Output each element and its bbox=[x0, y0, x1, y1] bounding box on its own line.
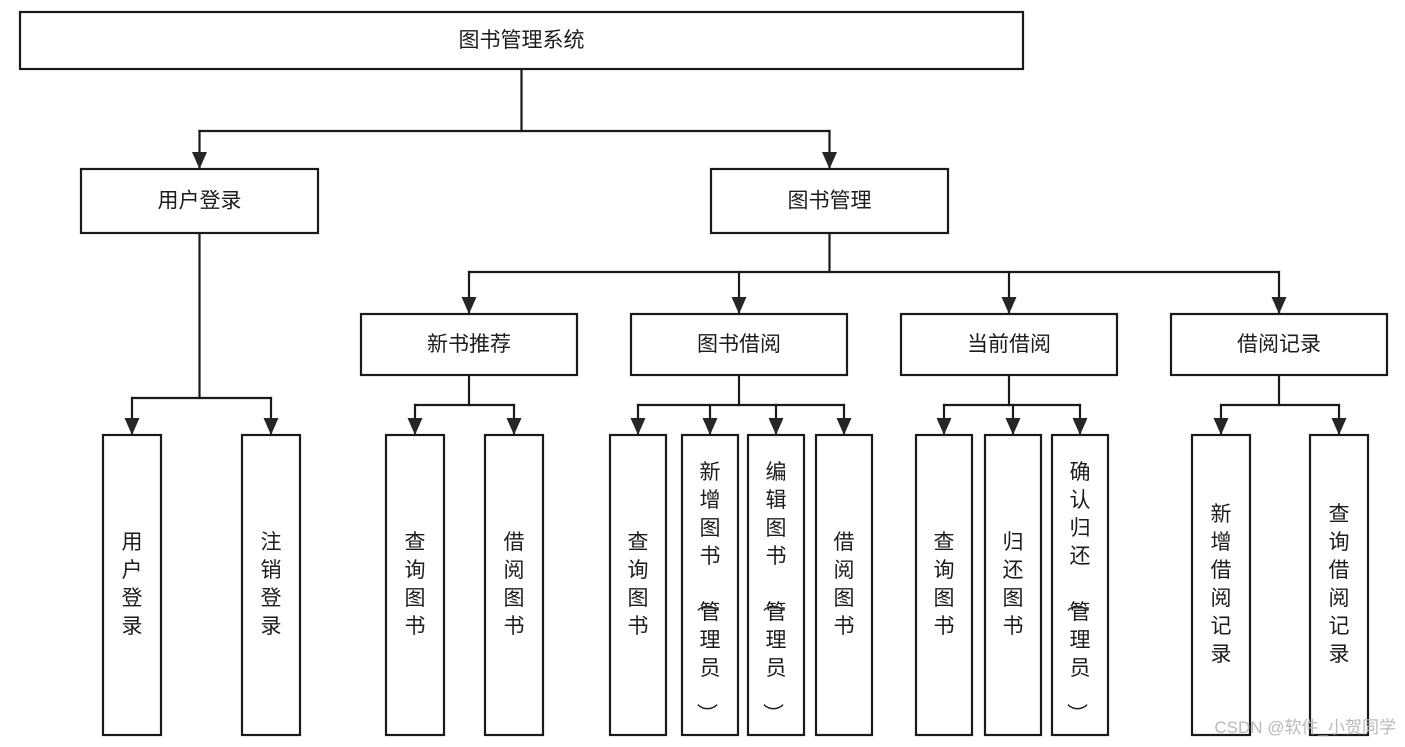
node-borrow-record[interactable]: 借阅记录 bbox=[1169, 312, 1389, 377]
arrow-head-icon bbox=[192, 152, 207, 169]
node-book-manage[interactable]: 图书管理 bbox=[709, 167, 950, 235]
arrow-head-icon bbox=[822, 152, 837, 169]
node-label: 借阅记录 bbox=[1237, 333, 1321, 356]
node-label: 图书管理 bbox=[788, 190, 872, 213]
node-box[interactable] bbox=[914, 433, 974, 737]
node-user-login[interactable]: 用户登录 bbox=[79, 167, 320, 235]
node-label: 编辑图书（管理员） bbox=[761, 461, 787, 724]
arrow-head-icon bbox=[1005, 418, 1021, 435]
node-box[interactable] bbox=[1308, 433, 1370, 737]
arrow-head-icon bbox=[1072, 418, 1088, 435]
arrow-head-icon bbox=[1331, 418, 1347, 435]
node-leaf-user-logout[interactable]: 注销登录 bbox=[240, 433, 302, 737]
arrow-head-icon bbox=[836, 418, 852, 435]
node-leaf-query-borrow-record[interactable]: 查询借阅记录 bbox=[1308, 433, 1370, 737]
node-label: 用户登录 bbox=[158, 190, 242, 213]
node-box[interactable] bbox=[629, 312, 849, 377]
arrow-head-icon bbox=[1001, 297, 1017, 314]
node-book-borrow[interactable]: 图书借阅 bbox=[629, 312, 849, 377]
node-leaf-edit-book[interactable]: 编辑图书（管理员） bbox=[746, 433, 806, 737]
node-label: 用户登录 bbox=[122, 531, 143, 638]
arrow-head-icon bbox=[124, 418, 140, 435]
node-new-book-recommend[interactable]: 新书推荐 bbox=[359, 312, 579, 377]
node-label: 查询图书 bbox=[628, 531, 649, 638]
arrow-head-icon bbox=[461, 297, 477, 314]
node-label: 注销登录 bbox=[261, 531, 282, 638]
node-label: 归还图书 bbox=[1003, 531, 1024, 638]
node-leaf-add-book[interactable]: 新增图书（管理员） bbox=[680, 433, 740, 737]
node-leaf-borrow-book-recommend[interactable]: 借阅图书 bbox=[483, 433, 545, 737]
arrow-head-icon bbox=[263, 418, 279, 435]
connector-layer bbox=[124, 67, 1347, 436]
node-box[interactable] bbox=[608, 433, 668, 737]
node-label: 新书推荐 bbox=[427, 333, 511, 356]
node-box[interactable] bbox=[79, 167, 320, 235]
node-label: 确认归还（管理员） bbox=[1065, 461, 1091, 724]
arrow-head-icon bbox=[407, 418, 423, 435]
node-leaf-user-login[interactable]: 用户登录 bbox=[101, 433, 163, 737]
node-box[interactable] bbox=[709, 167, 950, 235]
node-label: 图书管理系统 bbox=[459, 29, 585, 52]
arrow-head-icon bbox=[1213, 418, 1229, 435]
node-leaf-query-book-borrow[interactable]: 查询图书 bbox=[608, 433, 668, 737]
node-box[interactable] bbox=[1169, 312, 1389, 377]
arrow-head-icon bbox=[768, 418, 784, 435]
node-label: 查询图书 bbox=[405, 531, 426, 638]
csdn-watermark: CSDN @软件_小贺同学 bbox=[1214, 718, 1396, 737]
node-root[interactable]: 图书管理系统 bbox=[18, 10, 1025, 71]
arrow-head-icon bbox=[731, 297, 747, 314]
arrow-head-icon bbox=[702, 418, 718, 435]
node-box[interactable] bbox=[101, 433, 163, 737]
node-label: 借阅图书 bbox=[834, 531, 855, 638]
node-label: 查询图书 bbox=[934, 531, 955, 638]
node-box[interactable] bbox=[1190, 433, 1252, 737]
node-box[interactable] bbox=[814, 433, 874, 737]
node-box[interactable] bbox=[483, 433, 545, 737]
arrow-head-icon bbox=[630, 418, 646, 435]
node-label: 新增借阅记录 bbox=[1211, 503, 1232, 666]
node-box[interactable] bbox=[359, 312, 579, 377]
node-box[interactable] bbox=[746, 433, 806, 737]
node-leaf-query-book-current[interactable]: 查询图书 bbox=[914, 433, 974, 737]
node-box[interactable] bbox=[1050, 433, 1110, 737]
node-leaf-confirm-return[interactable]: 确认归还（管理员） bbox=[1050, 433, 1110, 737]
node-leaf-add-borrow-record[interactable]: 新增借阅记录 bbox=[1190, 433, 1252, 737]
node-label: 图书借阅 bbox=[697, 333, 781, 356]
node-layer: 图书管理系统用户登录图书管理新书推荐图书借阅当前借阅借阅记录用户登录注销登录查询… bbox=[18, 10, 1389, 737]
arrow-head-icon bbox=[1271, 297, 1287, 314]
node-label: 新增图书（管理员） bbox=[695, 461, 721, 724]
node-label: 查询借阅记录 bbox=[1329, 503, 1350, 666]
node-box[interactable] bbox=[983, 433, 1043, 737]
node-label: 借阅图书 bbox=[504, 531, 525, 638]
node-leaf-query-book-recommend[interactable]: 查询图书 bbox=[384, 433, 446, 737]
node-leaf-return-book[interactable]: 归还图书 bbox=[983, 433, 1043, 737]
arrow-head-icon bbox=[936, 418, 952, 435]
node-current-borrow[interactable]: 当前借阅 bbox=[899, 312, 1119, 377]
arrow-head-icon bbox=[506, 418, 522, 435]
node-box[interactable] bbox=[240, 433, 302, 737]
node-box[interactable] bbox=[384, 433, 446, 737]
node-box[interactable] bbox=[18, 10, 1025, 71]
node-box[interactable] bbox=[899, 312, 1119, 377]
node-label: 当前借阅 bbox=[967, 333, 1051, 356]
node-box[interactable] bbox=[680, 433, 740, 737]
node-leaf-borrow-book[interactable]: 借阅图书 bbox=[814, 433, 874, 737]
